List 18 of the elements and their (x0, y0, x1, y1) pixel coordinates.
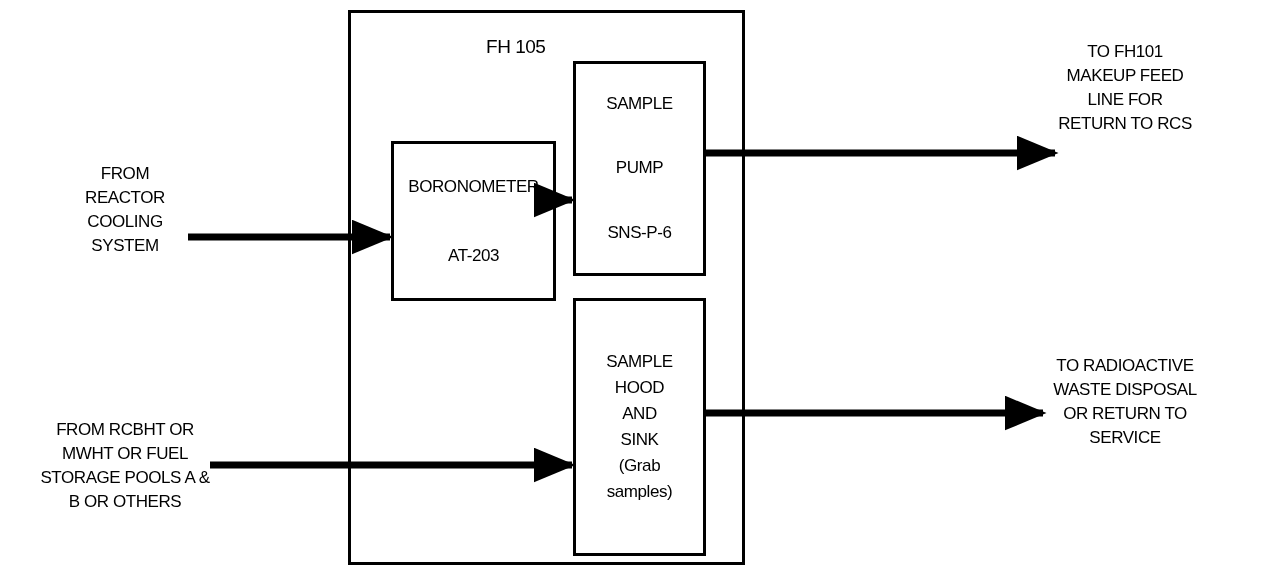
process-box (573, 298, 706, 556)
room-box (348, 10, 745, 565)
node-text: SNS-P-6 (607, 221, 672, 244)
node-text: SAMPLE (606, 93, 673, 116)
process-box (391, 141, 556, 301)
node-text: TO RADIOACTIVE WASTE DISPOSAL OR RETURN TO SERVICE (1052, 355, 1198, 449)
flow-arrow (705, 395, 1047, 431)
node-text: FROM REACTOR COOLING SYSTEM (84, 163, 166, 257)
room-label: FH 105 (486, 35, 546, 59)
process-box (573, 61, 706, 276)
node-text: FROM RCBHT OR MWHT OR FUEL STORAGE POOLS A & B OR OTHERS (40, 419, 210, 513)
node-text: AT-203 (448, 244, 499, 267)
flow-arrow (705, 135, 1059, 171)
flow-arrow (533, 182, 576, 218)
node-text: TO FH101 MAKEUP FEED LINE FOR RETURN TO RCS (1057, 41, 1193, 135)
node-text: PUMP (615, 157, 664, 180)
node-text: SAMPLE HOOD AND SINK (Grab samples) (605, 351, 674, 503)
node-text: BORONOMETER (408, 175, 539, 198)
